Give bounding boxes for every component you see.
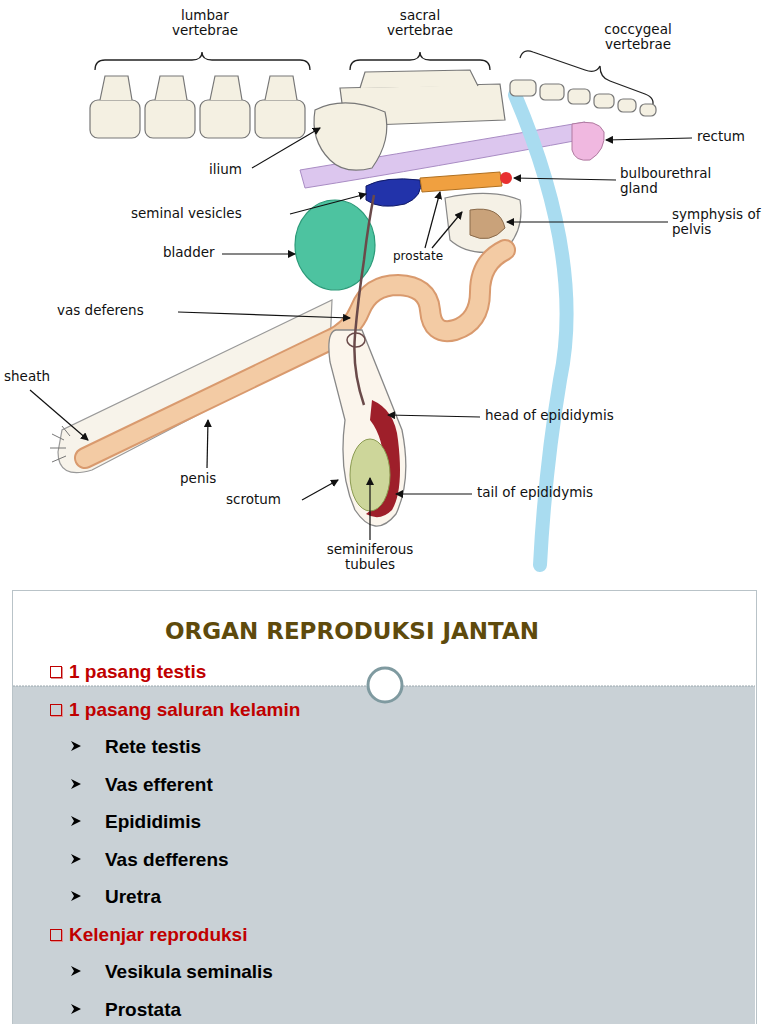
- arrow-bullet: [70, 853, 82, 865]
- penis-shape: [85, 250, 505, 458]
- part-label: vas deferens: [57, 303, 144, 318]
- prostate-shape: [420, 172, 502, 192]
- rectum-shape: [572, 122, 604, 160]
- list-item: Uretra: [105, 886, 161, 908]
- arrow-bullet: [70, 778, 82, 790]
- part-label: seminal vesicles: [131, 206, 242, 221]
- list-item: Epididimis: [105, 811, 201, 833]
- part-label: head of epididymis: [485, 408, 614, 423]
- part-label: prostate: [393, 250, 443, 263]
- list-item: Vas defferens: [105, 849, 229, 871]
- leader-line: [30, 128, 692, 540]
- part-label: lumbar vertebrae: [150, 8, 260, 38]
- list-item: Prostata: [105, 999, 181, 1021]
- square-bullet: [50, 929, 62, 941]
- vas-deferens-shape: [354, 195, 374, 405]
- arrow-bullet: [70, 1003, 82, 1015]
- penis-shape: [85, 250, 505, 458]
- square-bullet: [50, 666, 62, 678]
- bladder-shape: [295, 200, 375, 290]
- arrow-bullet: [70, 740, 82, 752]
- list-item: Vas efferent: [105, 774, 213, 796]
- vas-deferens-loop: [347, 333, 365, 347]
- list-heading: 1 pasang saluran kelamin: [69, 699, 300, 721]
- penis-root: [470, 209, 505, 239]
- part-label: bladder: [163, 245, 215, 260]
- square-bullet: [50, 704, 62, 716]
- list-item: Vesikula seminalis: [105, 961, 273, 983]
- part-label: ilium: [209, 162, 242, 177]
- part-label: scrotum: [226, 492, 281, 507]
- sheath-hair: [50, 426, 70, 462]
- part-label: tail of epididymis: [477, 485, 593, 500]
- list-heading: Kelenjar reproduksi: [69, 924, 247, 946]
- part-label: penis: [180, 471, 216, 486]
- arrow-bullet: [70, 815, 82, 827]
- arrow-bullet: [70, 965, 82, 977]
- bulbourethral-shape: [500, 172, 512, 184]
- part-label: seminiferous tubules: [310, 542, 430, 572]
- scrotum-shape: [329, 330, 406, 526]
- arrow-bullet: [70, 890, 82, 902]
- part-label: coccygeal vertebrae: [583, 22, 693, 52]
- seminal-vesicle-shape: [366, 179, 421, 206]
- part-label: bulbourethral gland: [620, 166, 750, 196]
- vertebra: [90, 70, 656, 170]
- part-label: rectum: [697, 129, 745, 144]
- part-label: sheath: [4, 369, 50, 384]
- anatomy-illustration: [0, 0, 768, 590]
- slide-title: ORGAN REPRODUKSI JANTAN: [12, 618, 692, 644]
- list-item: Rete testis: [105, 736, 201, 758]
- part-label: sacral vertebrae: [365, 8, 475, 38]
- part-label: symphysis of pelvis: [672, 207, 764, 237]
- list-heading: 1 pasang testis: [69, 661, 206, 683]
